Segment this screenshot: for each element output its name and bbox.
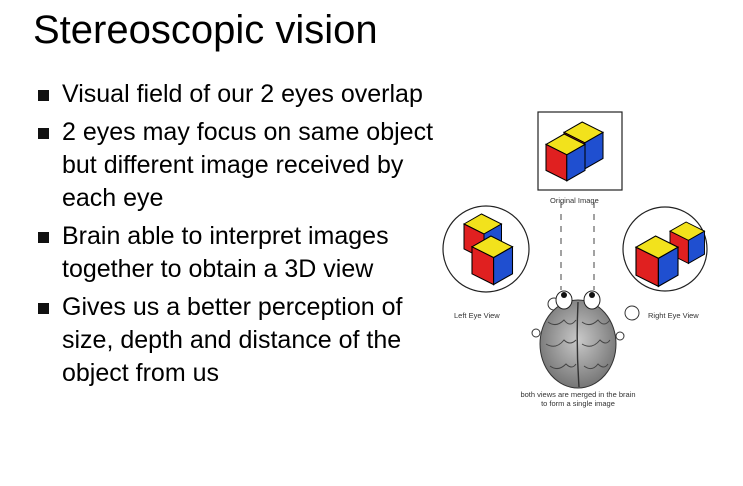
right-eye-view-label: Right Eye View bbox=[648, 311, 699, 320]
bullet-square-icon bbox=[38, 303, 49, 314]
left-eye-view-label: Left Eye View bbox=[454, 311, 500, 320]
bullet-item: Brain able to interpret images together … bbox=[35, 220, 445, 286]
bullet-text: Gives us a better perception of size, de… bbox=[62, 293, 403, 387]
bullet-item: Gives us a better perception of size, de… bbox=[35, 291, 445, 390]
bullet-list: Visual field of our 2 eyes overlap 2 eye… bbox=[35, 78, 445, 395]
original-image-box bbox=[537, 111, 623, 191]
right-eye-view-circle bbox=[622, 206, 708, 292]
original-image-label: Original Image bbox=[550, 196, 599, 205]
bullet-square-icon bbox=[38, 90, 49, 101]
slide-title: Stereoscopic vision bbox=[33, 8, 378, 52]
bullet-item: Visual field of our 2 eyes overlap bbox=[35, 78, 445, 111]
left-eye-view-circle bbox=[442, 205, 530, 293]
bullet-text: Visual field of our 2 eyes overlap bbox=[62, 80, 423, 108]
bullet-item: 2 eyes may focus on same object but diff… bbox=[35, 116, 445, 215]
bullet-square-icon bbox=[38, 128, 49, 139]
brain-graphic bbox=[539, 290, 617, 389]
bullet-text: 2 eyes may focus on same object but diff… bbox=[62, 118, 434, 212]
stereoscopic-diagram: Original Image Left Eye View Right Eye V… bbox=[436, 104, 726, 434]
merge-caption: both views are merged in the brain to fo… bbox=[520, 390, 636, 408]
bullet-text: Brain able to interpret images together … bbox=[62, 222, 389, 283]
diagram-graphic bbox=[442, 111, 708, 389]
bullet-square-icon bbox=[38, 232, 49, 243]
